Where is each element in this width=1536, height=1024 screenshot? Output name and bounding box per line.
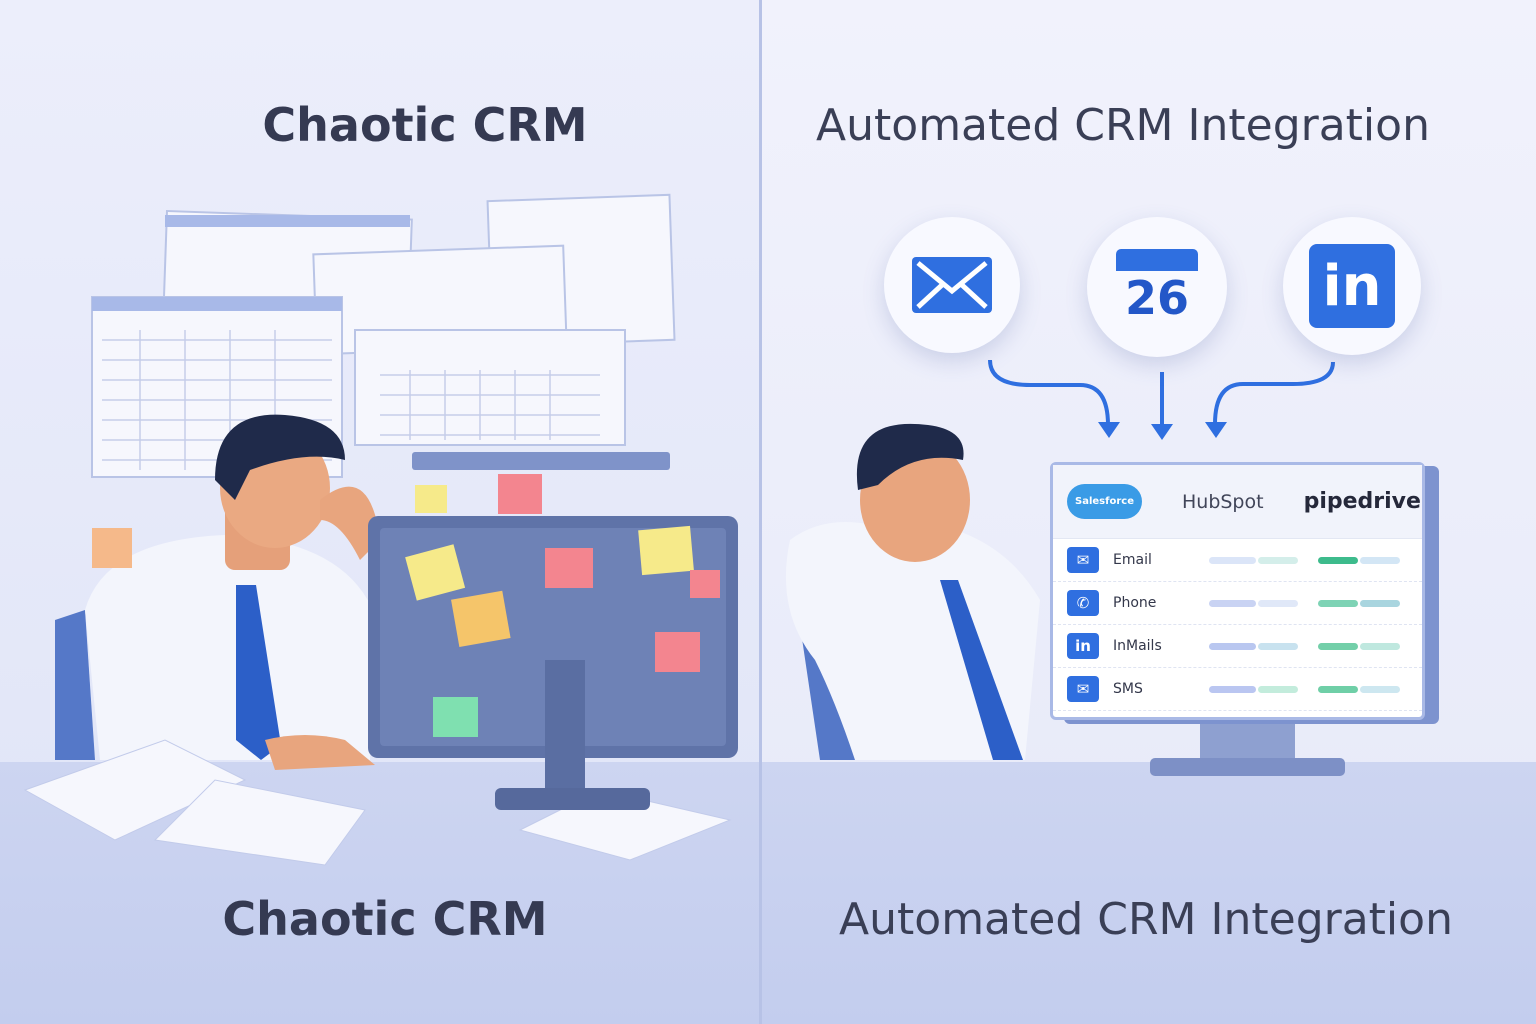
envelope-icon	[912, 257, 992, 313]
divider	[759, 0, 762, 1024]
crm-logos: Salesforce HubSpot pipedrive	[1053, 465, 1422, 539]
channel-row-sms: ✉ SMS	[1053, 668, 1422, 711]
phone-icon: ✆	[1067, 590, 1099, 616]
channel-label: Email	[1113, 552, 1152, 568]
calendar-day: 26	[1124, 271, 1189, 325]
linkedin-circle: in	[1283, 217, 1421, 355]
cluttered-monitor	[92, 474, 738, 810]
email-icon: ✉	[1067, 547, 1099, 573]
crm-dashboard: Salesforce HubSpot pipedrive ✉ Email ✆ Phon…	[1050, 462, 1425, 720]
grid-lines	[102, 330, 600, 470]
desk-right	[762, 762, 1536, 1024]
salesforce-logo: Salesforce	[1067, 484, 1142, 519]
pipedrive-logo: pipedrive	[1303, 489, 1421, 514]
monitor-stand	[1200, 718, 1295, 763]
sms-icon: ✉	[1067, 676, 1099, 702]
title-top-right: Automated CRM Integration	[816, 100, 1430, 151]
channel-label: SMS	[1113, 681, 1143, 697]
status-bar	[1258, 599, 1298, 607]
calendar-circle: 26	[1087, 217, 1227, 357]
channel-label: InMails	[1113, 638, 1162, 654]
status-bar	[1258, 642, 1298, 650]
title-bottom-right: Automated CRM Integration	[839, 894, 1453, 945]
title-bottom-left: Chaotic CRM	[222, 892, 548, 946]
inmails-icon: in	[1067, 633, 1099, 659]
linkedin-icon: in	[1309, 244, 1395, 328]
arrows	[988, 359, 1335, 432]
channel-row-email: ✉ Email	[1053, 539, 1422, 582]
channel-row-phone: ✆ Phone	[1053, 582, 1422, 625]
status-bar	[1318, 556, 1358, 564]
status-bar	[1360, 599, 1400, 607]
status-bar	[1258, 685, 1298, 693]
status-bar	[1318, 599, 1358, 607]
status-bar	[1360, 685, 1400, 693]
channel-label: Phone	[1113, 595, 1157, 611]
status-bar	[1209, 642, 1256, 650]
stressed-person	[55, 414, 380, 770]
status-bar	[1360, 556, 1400, 564]
hubspot-logo: HubSpot	[1181, 490, 1264, 513]
status-bar	[1318, 685, 1358, 693]
status-bar	[1258, 556, 1298, 564]
window-titlebar	[92, 297, 342, 311]
status-bar	[1360, 642, 1400, 650]
calendar-icon: 26	[1116, 249, 1198, 325]
status-bar	[1318, 642, 1358, 650]
relaxed-person	[785, 423, 1040, 760]
status-bar	[1209, 556, 1256, 564]
title-top-left: Chaotic CRM	[262, 98, 588, 152]
status-bar	[1209, 599, 1256, 607]
status-bar	[1209, 685, 1256, 693]
toolbar-strip	[412, 452, 670, 470]
email-circle	[884, 217, 1020, 353]
channel-row-inmails: in InMails	[1053, 625, 1422, 668]
